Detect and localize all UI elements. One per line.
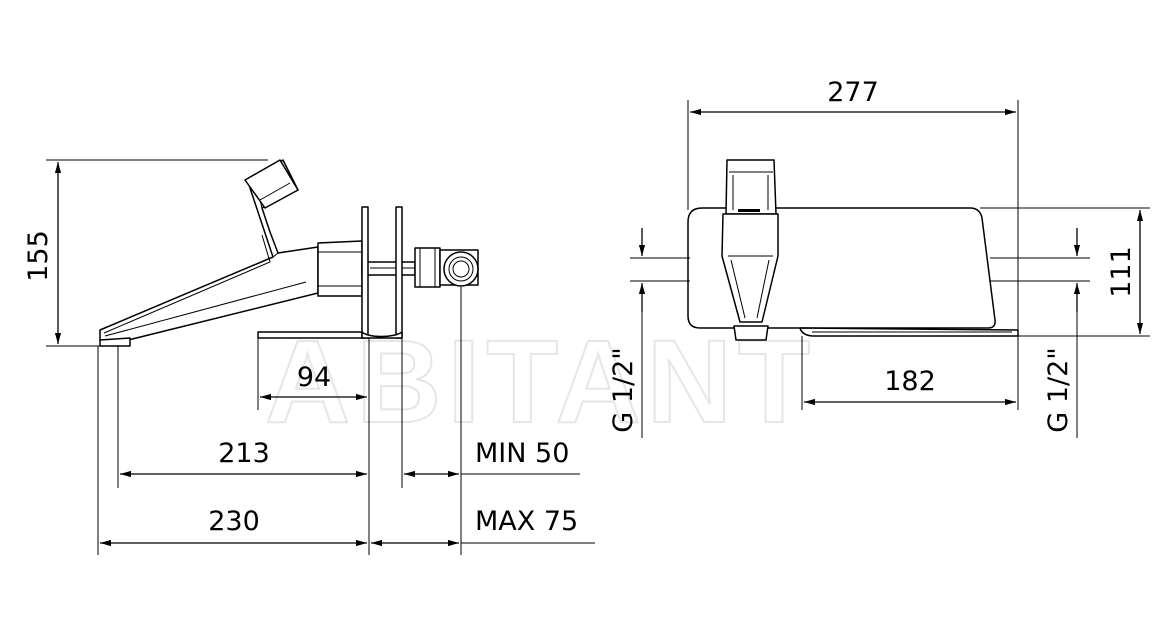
thread-label-left: G 1/2" xyxy=(608,347,639,432)
thread-label-right: G 1/2" xyxy=(1043,347,1074,432)
dim-min-50: MIN 50 xyxy=(475,438,569,469)
dim-spout-213: 213 xyxy=(218,438,270,469)
dim-max-75: MAX 75 xyxy=(475,506,578,537)
front-view-faucet xyxy=(687,159,1019,341)
brand-logo-icon xyxy=(738,209,760,212)
dim-height-155: 155 xyxy=(23,230,54,282)
dim-width-277: 277 xyxy=(827,77,879,108)
side-view: 155 94 213 MIN 50 230 MAX 75 xyxy=(23,159,595,555)
dim-total-230: 230 xyxy=(208,506,260,537)
dim-height-111: 111 xyxy=(1106,246,1137,298)
dim-plate-182: 182 xyxy=(884,366,936,397)
side-view-faucet xyxy=(99,159,479,347)
dim-offset-94: 94 xyxy=(297,362,331,393)
front-view: 277 182 111 G 1/2" G 1/2" xyxy=(608,77,1150,438)
